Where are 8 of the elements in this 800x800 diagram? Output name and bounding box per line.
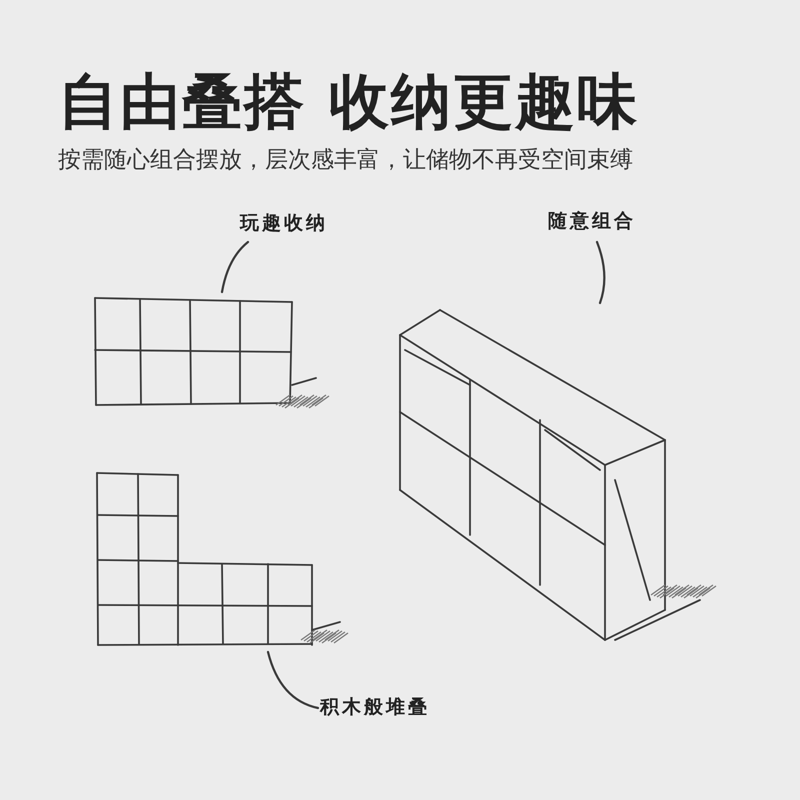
leader-line — [266, 650, 320, 710]
callout-label: 积木般堆叠 — [320, 694, 430, 720]
leader-line — [596, 240, 606, 304]
leader-line — [220, 240, 250, 294]
callout-label: 随意组合 — [548, 208, 636, 234]
subtitle: 按需随心组合摆放，层次感丰富，让储物不再受空间束缚 — [58, 146, 633, 175]
title: 自由叠搭 收纳更趣味 — [58, 66, 639, 139]
callout-label: 玩趣收纳 — [240, 210, 328, 236]
